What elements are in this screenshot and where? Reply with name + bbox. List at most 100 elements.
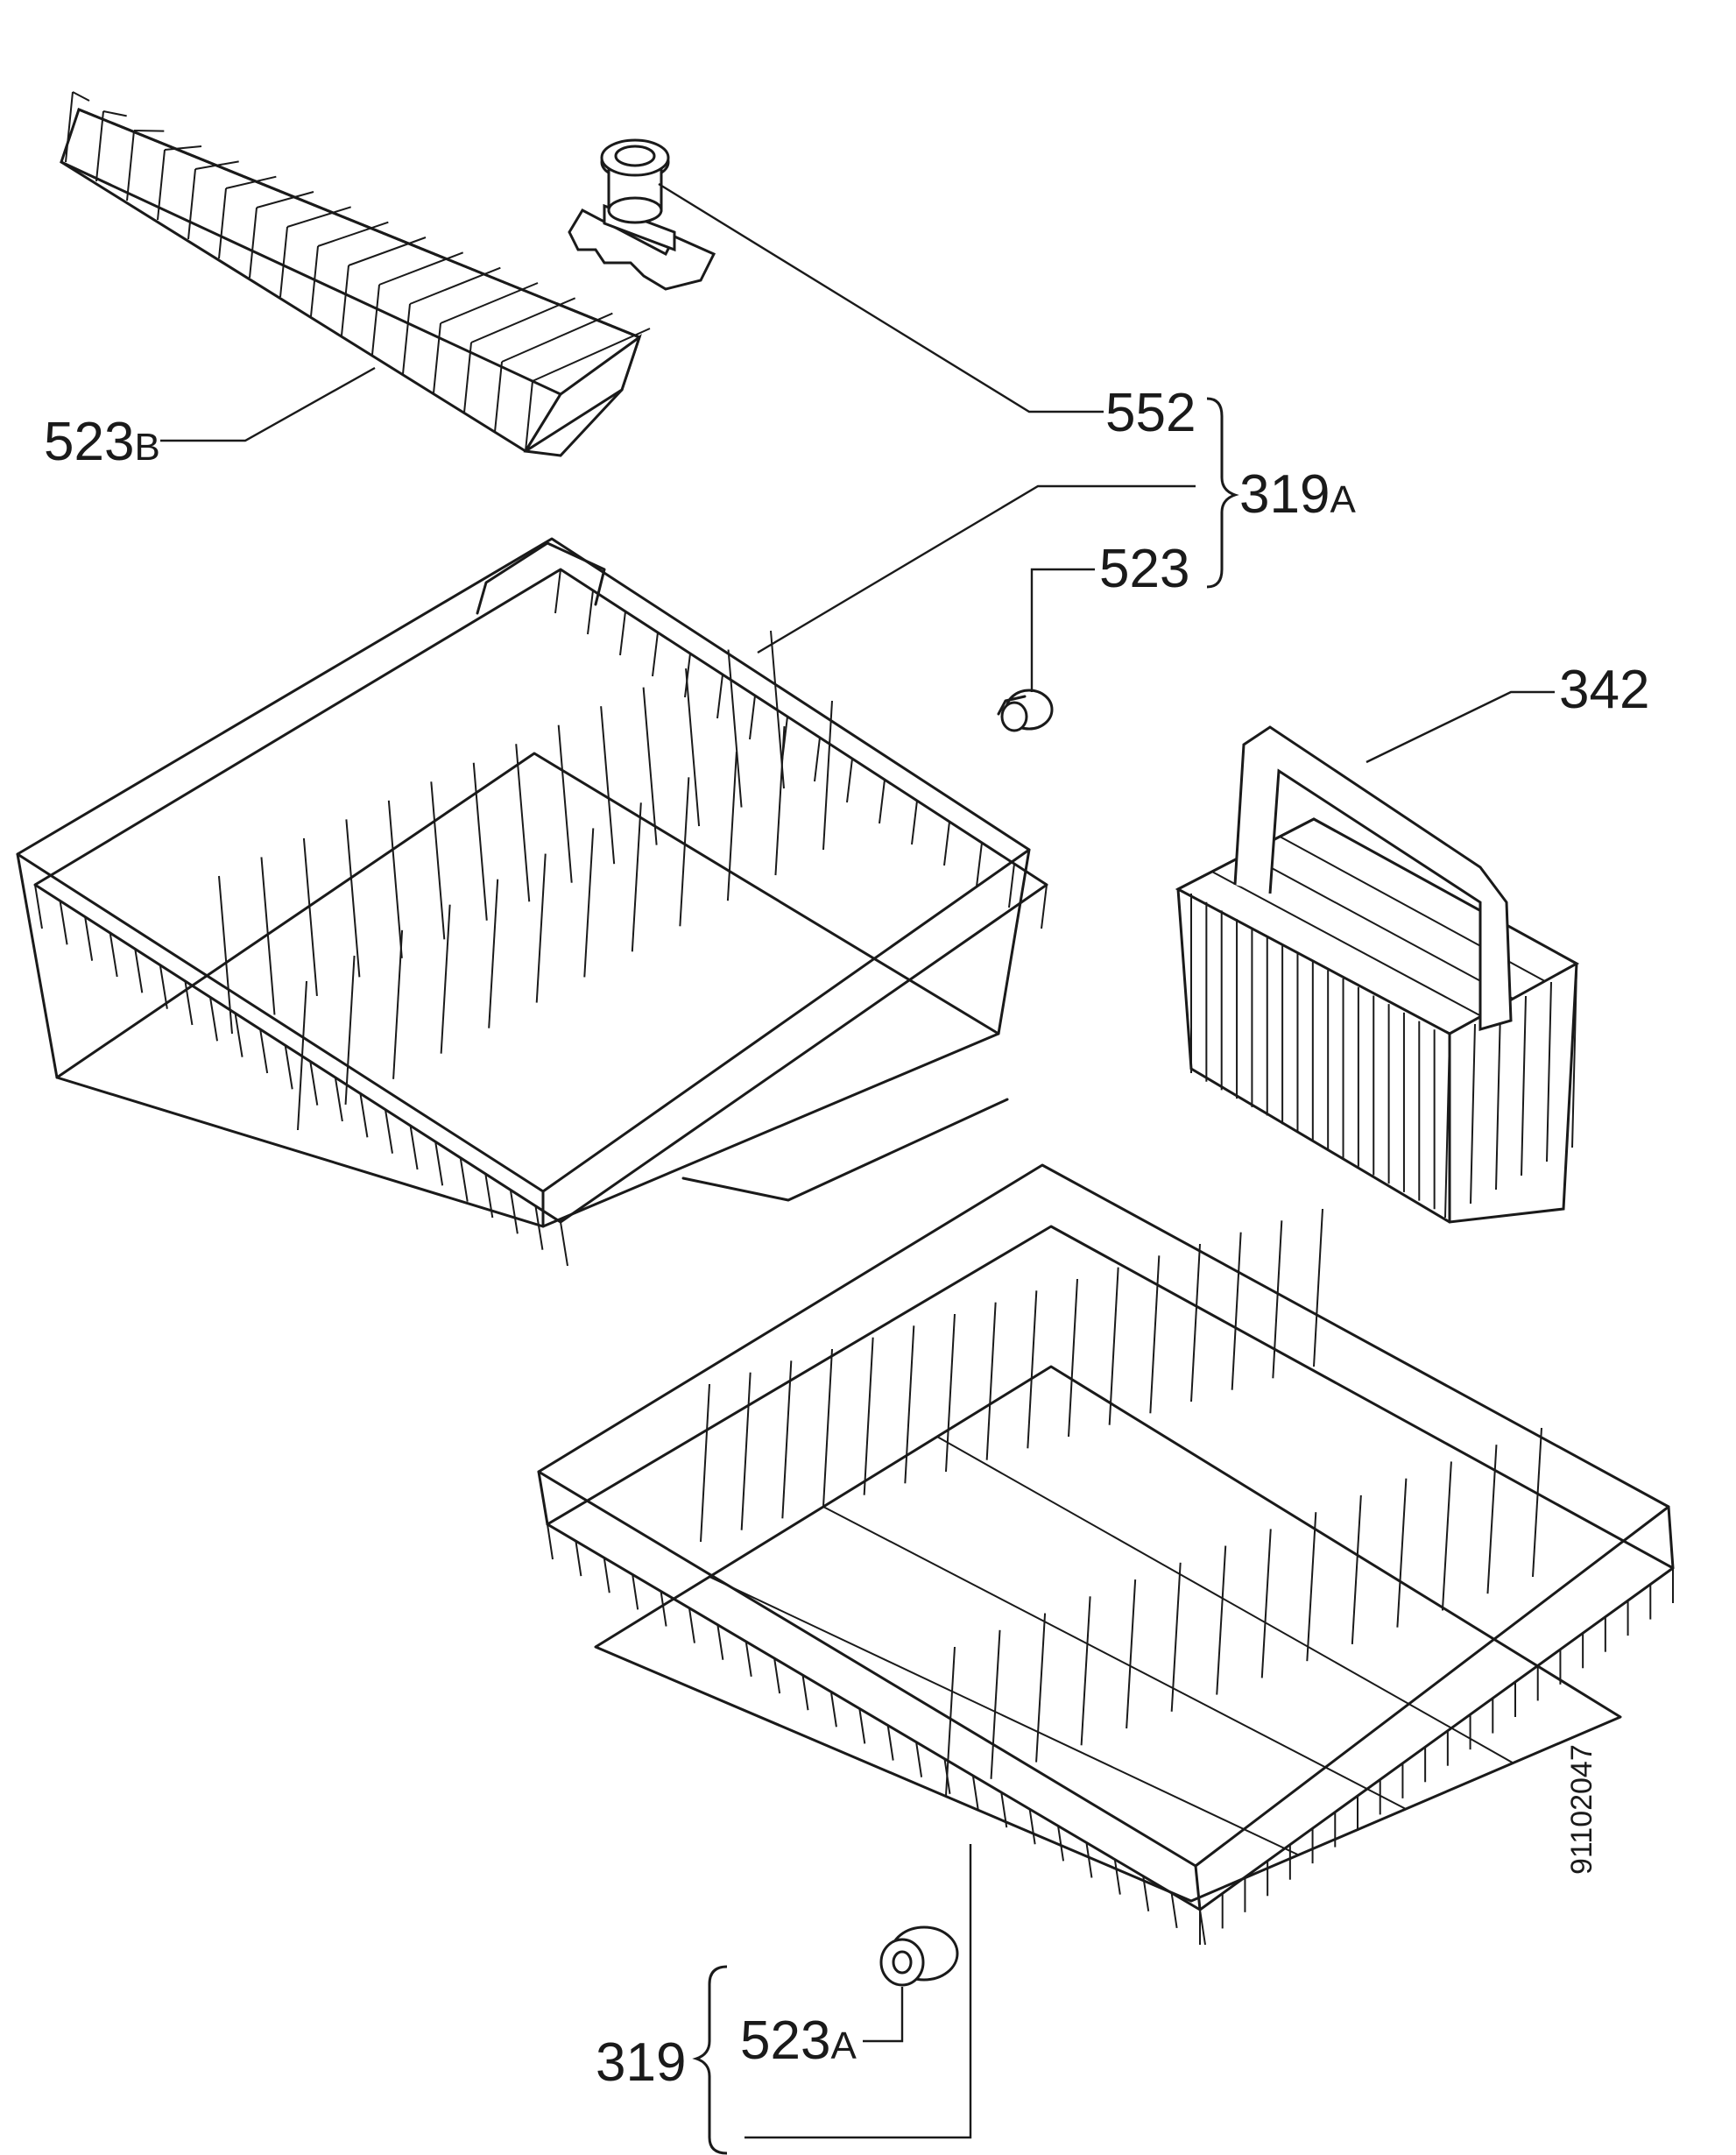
leader-line-523a xyxy=(863,1987,904,2043)
basket-tine xyxy=(440,904,451,1054)
rack-tooth xyxy=(525,380,533,452)
basket-tine xyxy=(679,777,690,927)
plate-support-rack-icon xyxy=(60,91,651,457)
basket-wire xyxy=(603,1558,610,1593)
basket-wire xyxy=(385,1109,393,1154)
label-319a: 319A xyxy=(1239,464,1356,525)
cutlery-slat xyxy=(1495,1009,1501,1191)
basket-tine xyxy=(945,1646,956,1797)
leader-line-342 xyxy=(1366,690,1555,764)
basket-tine xyxy=(1027,1290,1038,1449)
basket-wire xyxy=(109,932,118,978)
basket-tine xyxy=(1080,1596,1091,1746)
basket-wire xyxy=(716,1624,724,1660)
basket-tine xyxy=(1532,1427,1542,1578)
label-552: 552 xyxy=(1105,383,1196,443)
basket-tine xyxy=(1170,1562,1182,1712)
basket-tine xyxy=(515,744,531,902)
basket-tine xyxy=(863,1337,874,1495)
basket-wire xyxy=(547,1523,554,1560)
basket-wire xyxy=(209,997,218,1042)
basket-wire xyxy=(652,632,659,677)
basket-tine xyxy=(430,781,446,940)
basket-wire xyxy=(1028,1809,1036,1845)
rack-tooth xyxy=(157,149,166,221)
basket-tine xyxy=(1396,1478,1408,1628)
rack-tooth xyxy=(501,312,613,363)
basket-tine xyxy=(387,800,403,958)
basket-wire xyxy=(554,569,561,614)
rack-tooth xyxy=(194,160,239,170)
basket-tine xyxy=(642,687,658,845)
rack-tooth xyxy=(440,282,539,324)
basket-wire xyxy=(801,1675,809,1711)
basket-tine xyxy=(1272,1220,1283,1379)
cutlery-slat xyxy=(1521,995,1527,1176)
basket-wire xyxy=(911,800,918,845)
rack-tooth xyxy=(95,110,104,182)
basket-tine xyxy=(727,649,743,808)
basket-wire xyxy=(619,611,626,656)
basket-wire xyxy=(1041,884,1048,929)
basket-tine xyxy=(1108,1267,1119,1425)
basket-wire xyxy=(409,1125,419,1170)
basket-wire xyxy=(159,964,168,1009)
rack-tooth xyxy=(532,328,651,382)
basket-tine xyxy=(740,1372,752,1530)
basket-tine xyxy=(302,837,318,997)
basket-wire xyxy=(184,980,194,1026)
basket-floor-wire xyxy=(822,1506,1407,1810)
leader-line-319a xyxy=(757,484,1196,654)
basket-wire xyxy=(1057,1826,1065,1862)
cutlery-divider xyxy=(1246,853,1514,1000)
cutlery-basket-icon xyxy=(1175,725,1580,1224)
rack-tooth xyxy=(463,342,472,413)
rack-tooth xyxy=(433,322,441,394)
cutlery-divider xyxy=(1211,871,1482,1017)
basket-tine xyxy=(472,762,488,921)
basket-tine xyxy=(685,668,701,827)
rack-tooth xyxy=(371,284,380,356)
rack-adjuster-icon xyxy=(568,138,716,291)
basket-tine xyxy=(488,879,499,1028)
basket-tine xyxy=(1313,1208,1323,1367)
upper-basket-icon xyxy=(16,537,1048,1267)
basket-wire xyxy=(773,1657,781,1694)
basket-tine xyxy=(1441,1461,1452,1611)
basket-tine xyxy=(600,706,616,865)
rack-tooth xyxy=(126,130,135,201)
basket-tine xyxy=(1068,1278,1078,1438)
basket-tine xyxy=(1260,1529,1272,1678)
basket-wire xyxy=(660,1591,667,1627)
basket-wire xyxy=(1142,1876,1150,1911)
basket-wire xyxy=(1113,1859,1121,1895)
rack-tooth xyxy=(187,168,196,240)
basket-wire xyxy=(1085,1842,1093,1878)
basket-tine xyxy=(1351,1494,1362,1644)
basket-wire xyxy=(684,653,691,698)
basket-wire xyxy=(84,916,94,961)
basket-wire xyxy=(749,695,756,740)
leader-line-319 xyxy=(745,1844,972,2139)
basket-wire xyxy=(560,1221,568,1267)
basket-wire xyxy=(971,1775,979,1812)
leader-line-523 xyxy=(1030,568,1095,692)
rack-tooth xyxy=(317,221,389,247)
basket-floor-wire xyxy=(936,1436,1514,1764)
rack-tooth xyxy=(378,251,464,286)
basket-wire xyxy=(632,1574,639,1610)
basket-wire xyxy=(858,1708,866,1744)
basket-tine xyxy=(535,853,547,1003)
rack-tooth xyxy=(348,237,427,266)
basket-wire xyxy=(587,590,594,635)
rack-tooth xyxy=(218,187,227,259)
cutlery-slat xyxy=(1470,1023,1476,1205)
brace-319 xyxy=(692,1965,728,2155)
basket-tine xyxy=(1231,1232,1242,1390)
basket-wire xyxy=(976,842,983,887)
rack-tooth xyxy=(470,297,576,343)
basket-wire xyxy=(1008,863,1015,908)
rack-tooth xyxy=(279,226,288,298)
basket-wire xyxy=(484,1173,494,1219)
